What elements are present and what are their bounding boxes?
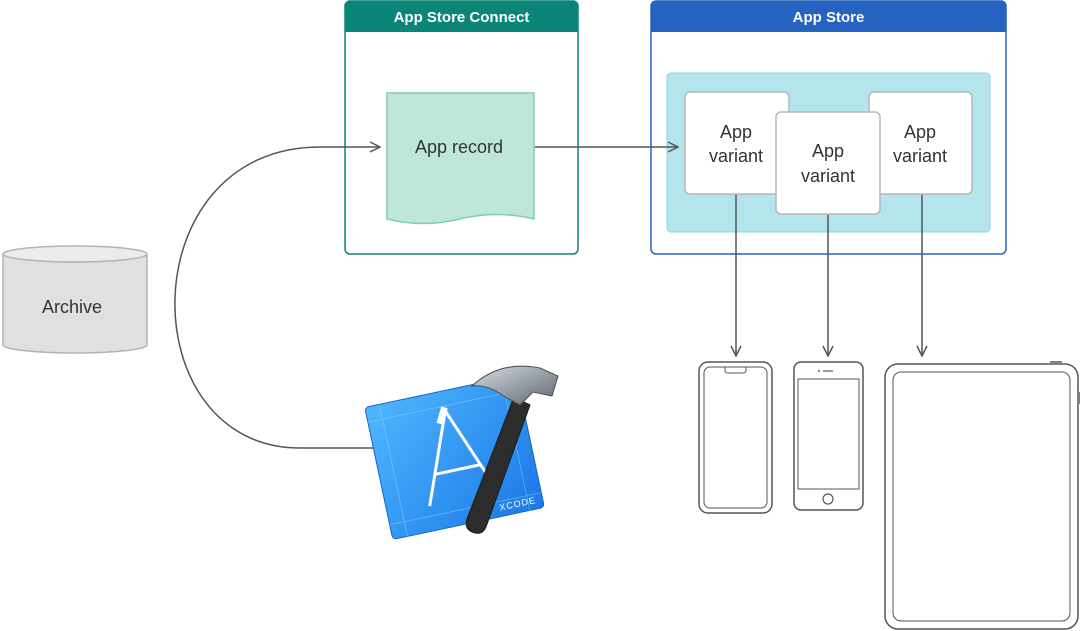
app-variant-2-line2: variant	[801, 166, 855, 186]
app-variant-1-line1: App	[720, 122, 752, 142]
app-store-connect-panel: App Store Connect App record	[344, 0, 579, 255]
iphone-x-icon	[698, 361, 773, 514]
iphone-icon	[793, 361, 864, 511]
app-record-label: App record	[415, 137, 503, 157]
ipad-icon	[884, 361, 1080, 630]
connectors	[174, 147, 922, 449]
app-variant-1-line2: variant	[709, 146, 763, 166]
app-variant-1: App variant	[684, 91, 790, 195]
app-store-connect-header	[345, 1, 578, 32]
app-variant-2: App variant	[775, 111, 881, 215]
app-store-header	[651, 1, 1006, 32]
archive-label: Archive	[42, 297, 102, 317]
app-variant-3-line1: App	[904, 122, 936, 142]
app-store-title: App Store	[793, 9, 865, 26]
app-store-connect-title: App Store Connect	[394, 9, 530, 26]
app-variant-2-line1: App	[812, 141, 844, 161]
xcode-icon: XCODE	[364, 365, 559, 540]
app-record: App record	[386, 92, 535, 225]
xcode-to-record-arrow	[174, 147, 380, 449]
archive-cylinder: Archive	[2, 245, 148, 354]
app-variant-3: App variant	[868, 91, 973, 195]
app-variant-3-line2: variant	[893, 146, 947, 166]
app-store-panel: App Store App variant App variant App va…	[650, 0, 1007, 255]
hammer-icon	[465, 365, 559, 534]
